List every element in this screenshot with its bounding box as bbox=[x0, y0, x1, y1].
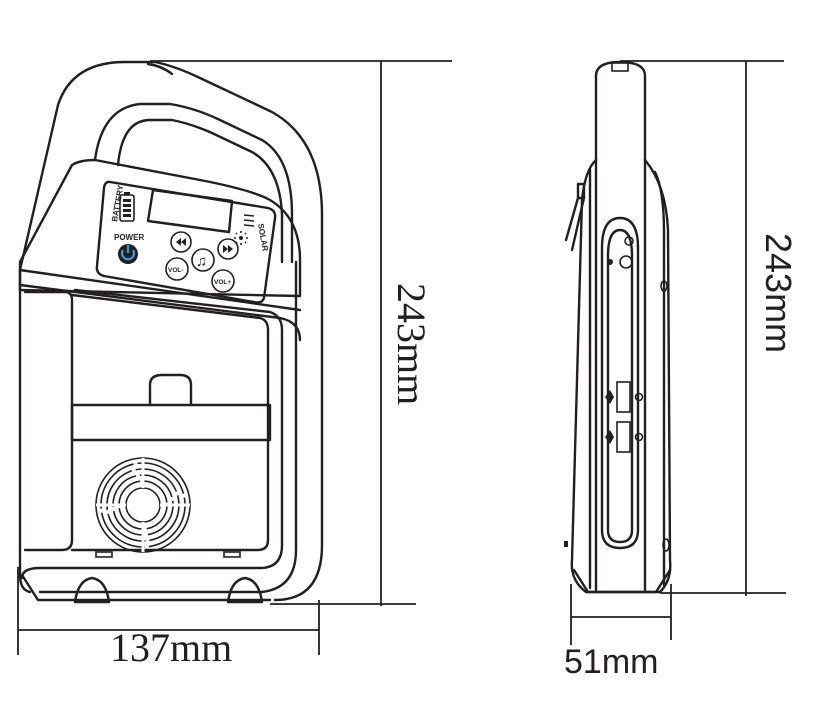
power-icon bbox=[120, 249, 136, 261]
lcd-display bbox=[146, 188, 234, 234]
solar-indicator-icon bbox=[234, 214, 255, 245]
usb-icon bbox=[605, 430, 614, 444]
previous-button[interactable] bbox=[170, 231, 192, 253]
dc-symbol-icon bbox=[607, 259, 613, 265]
strap-band bbox=[70, 403, 272, 442]
side-top-handle bbox=[594, 60, 647, 162]
side-height-label: 243mm bbox=[758, 233, 799, 353]
usb-port-1[interactable] bbox=[605, 381, 644, 413]
vol-down-button[interactable]: VOL- bbox=[165, 257, 189, 281]
usb-port-2[interactable] bbox=[605, 421, 644, 453]
music-note-icon: ♫ bbox=[196, 253, 207, 270]
front-height-label: 243mm bbox=[389, 283, 434, 405]
power-button[interactable] bbox=[118, 244, 138, 264]
front-view: BATTERY POWER SOLAR bbox=[18, 60, 324, 604]
speaker-grille-icon bbox=[95, 457, 191, 553]
handle-inner bbox=[93, 102, 294, 264]
left-side-panel bbox=[18, 268, 32, 594]
control-head bbox=[18, 158, 302, 298]
side-height-dimension: 243mm bbox=[620, 60, 799, 596]
fast-forward-icon bbox=[223, 245, 233, 253]
vol-up-button[interactable]: VOL+ bbox=[211, 269, 235, 293]
audio-jack-icon[interactable] bbox=[624, 236, 634, 246]
usb-icon bbox=[605, 390, 614, 404]
dc-jack-icon[interactable] bbox=[619, 255, 633, 269]
rewind-icon bbox=[176, 238, 186, 246]
front-height-dimension: 243mm bbox=[150, 60, 452, 606]
side-body-outer bbox=[570, 158, 672, 594]
foot-left bbox=[73, 576, 111, 604]
base bbox=[20, 573, 272, 602]
svg-text:VOL-: VOL- bbox=[168, 267, 184, 274]
side-depth-label: 51mm bbox=[564, 643, 658, 681]
solar-label: SOLAR bbox=[256, 223, 270, 252]
power-label: POWER bbox=[114, 233, 144, 242]
control-panel: BATTERY POWER SOLAR bbox=[95, 180, 277, 304]
front-width-dimension: 137mm bbox=[17, 567, 320, 670]
front-width-label: 137mm bbox=[110, 625, 232, 670]
latch-tab bbox=[148, 373, 193, 407]
svg-text:VOL+: VOL+ bbox=[214, 279, 231, 286]
front-compartment bbox=[70, 293, 270, 552]
foot-right bbox=[226, 576, 264, 604]
handle-outer bbox=[18, 60, 324, 602]
side-strap bbox=[576, 182, 586, 200]
next-button[interactable] bbox=[217, 238, 239, 260]
side-view bbox=[564, 60, 672, 594]
battery-indicator-icon bbox=[119, 192, 135, 222]
side-port-recess bbox=[600, 216, 640, 550]
side-depth-dimension: 51mm bbox=[564, 584, 672, 681]
music-mode-button[interactable]: ♫ bbox=[191, 248, 215, 272]
